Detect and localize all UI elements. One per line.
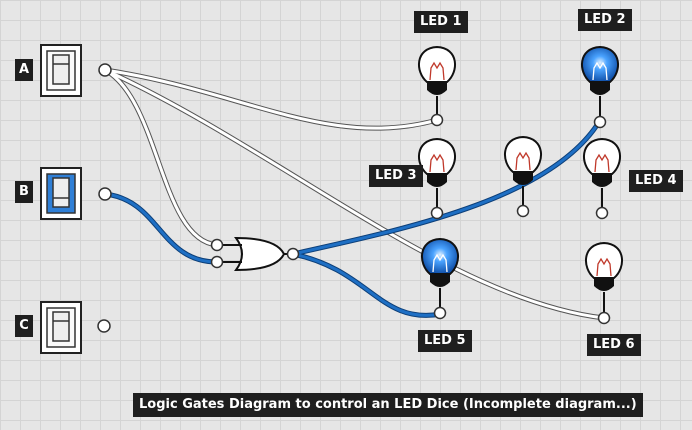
wire-or-led2 [291, 120, 601, 256]
switch-b[interactable] [40, 167, 82, 220]
wire-b-or [103, 192, 219, 264]
switch-c-output-pin[interactable] [97, 319, 111, 333]
led-6-bulb-pin[interactable] [597, 311, 611, 325]
led-bulbs [418, 45, 623, 325]
led-3-bulb[interactable] [418, 137, 456, 220]
or-gate[interactable] [223, 236, 290, 272]
switch-c[interactable] [40, 301, 82, 354]
led-2-label: LED 2 [578, 9, 632, 31]
led-1-label: LED 1 [414, 11, 468, 33]
led-3-bulb-pin[interactable] [430, 206, 444, 220]
switch-c-label: C [15, 315, 33, 337]
wire-a-led6 [103, 68, 606, 320]
led-6-label: LED 6 [587, 334, 641, 356]
wires-active [102, 119, 602, 318]
switch-b-label: B [15, 181, 33, 203]
led-5-bulb[interactable] [421, 237, 459, 320]
wires-inactive [102, 67, 607, 321]
switch-a-label: A [15, 59, 33, 81]
led-5-label: LED 5 [418, 330, 472, 352]
diagram-caption: Logic Gates Diagram to control an LED Di… [133, 393, 643, 417]
led-3-label: LED 3 [369, 165, 423, 187]
led-4-bulb-pin[interactable] [595, 206, 609, 220]
led-5-bulb-pin[interactable] [433, 306, 447, 320]
wire-a-led1 [103, 68, 439, 130]
switch-b-output-pin[interactable] [98, 187, 112, 201]
wire-a-or [103, 68, 219, 247]
led-1-bulb[interactable] [418, 45, 456, 127]
led-4-bulb[interactable] [583, 137, 621, 220]
or-gate-input-2-pin[interactable] [210, 255, 224, 269]
led-6-bulb[interactable] [585, 241, 623, 325]
led-2-bulb[interactable] [581, 45, 619, 129]
or-gate-input-1-pin[interactable] [210, 238, 224, 252]
led-extra-bulb-pin[interactable] [516, 204, 530, 218]
or-gate-output-pin[interactable] [286, 247, 300, 261]
led-1-bulb-pin[interactable] [430, 113, 444, 127]
led-extra-bulb[interactable] [504, 135, 542, 218]
switch-a-output-pin[interactable] [98, 63, 112, 77]
led-4-label: LED 4 [629, 170, 683, 192]
switch-a[interactable] [40, 44, 82, 97]
wire-or-led5 [291, 252, 443, 317]
led-2-bulb-pin[interactable] [593, 115, 607, 129]
